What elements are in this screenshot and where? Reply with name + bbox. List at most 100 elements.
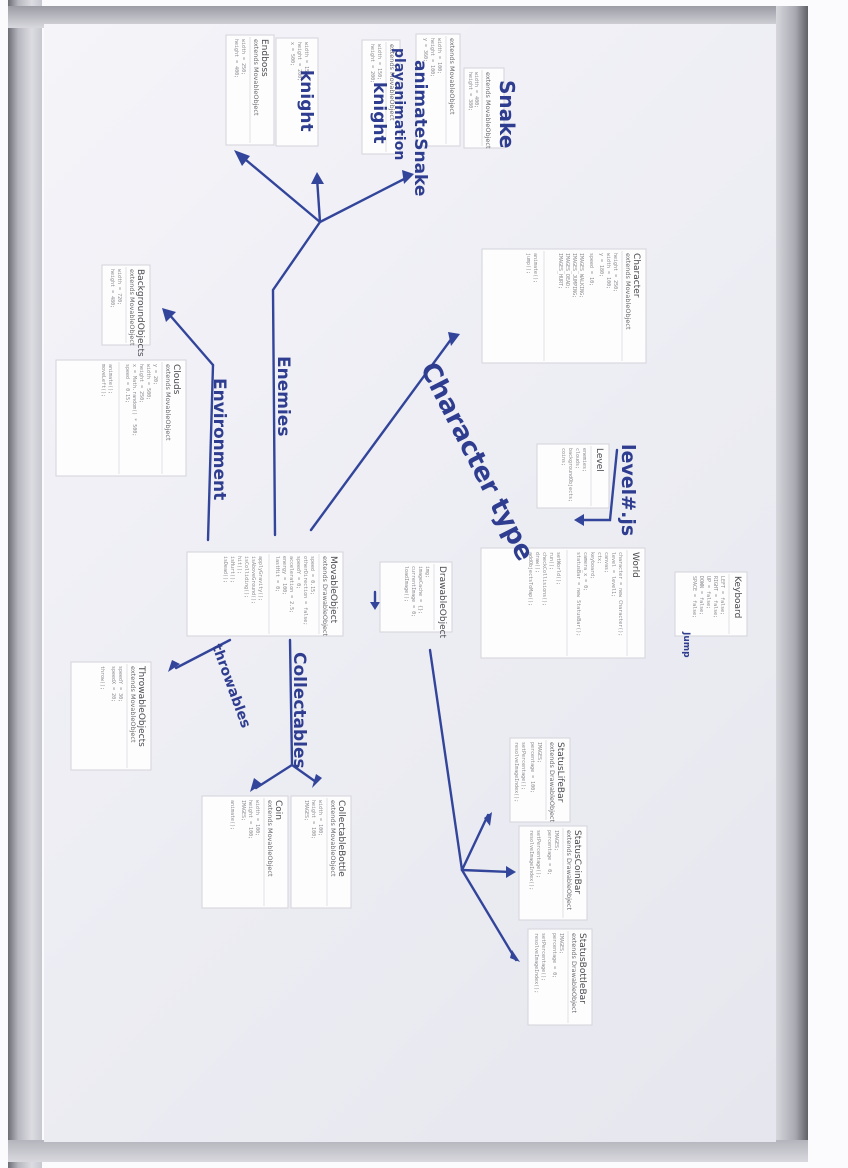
card-line: width = 100;: [436, 38, 442, 74]
card-line: keyboard;: [589, 552, 595, 579]
arrowhead: [448, 332, 460, 346]
card-line: y = 180;: [598, 253, 604, 277]
card-line: animate();: [107, 364, 113, 394]
card-line: hit();: [236, 556, 242, 574]
enemies-branch-mid: [315, 176, 322, 224]
card-line: SPACE = false;: [691, 576, 697, 618]
background-objects-card: BackgroundObjects extends MovableObject …: [101, 264, 151, 357]
card-line: speed = 0.15;: [124, 364, 130, 403]
card-subtitle: extends MovableObject: [129, 666, 137, 743]
collectables-trunk: [288, 638, 294, 767]
card-line: y = 360;: [422, 38, 428, 62]
card-line: width = 250;: [240, 39, 246, 75]
card-line: coins;: [560, 448, 566, 466]
environment-trunk: [206, 363, 215, 542]
card-line: setPercentage();: [520, 742, 526, 790]
endboss-card: Endboss extends MovableObject width = 25…: [225, 34, 275, 146]
board-frame-bottom: [8, 1140, 808, 1162]
card-line: moveLeft();: [100, 364, 106, 397]
card-line: height = 250;: [138, 364, 144, 403]
card-line: height = 100;: [310, 800, 316, 839]
card-line: draw();: [534, 552, 540, 573]
statusbar-branch-mid: [460, 868, 512, 874]
collectable-bottle-card: CollectableBottle extends MovableObject …: [290, 795, 352, 909]
arrowhead: [484, 812, 492, 826]
board-frame-right: [776, 6, 808, 1161]
card-line: resolveImageIndex();: [513, 742, 519, 802]
status-bottle-bar-card: StatusBottleBar extends DrawableObject I…: [527, 928, 593, 1026]
card-line: width = 150;: [303, 42, 309, 78]
card-line: percentage = 0;: [551, 933, 557, 978]
enemies-branch-right: [318, 174, 412, 224]
card-title: ThrowableObjects: [136, 665, 146, 747]
card-subtitle: extends DrawableObject: [565, 830, 573, 910]
card-line: speed = 0.15;: [309, 556, 315, 595]
card-line: resolveImageIndex();: [533, 933, 539, 993]
card-line: width = 720;: [116, 269, 122, 305]
card-title: Endboss: [259, 39, 269, 77]
card-line: character = new Character();: [617, 552, 623, 636]
arrowhead: [506, 866, 516, 878]
drawable-object-card: DrawableObject img; imageCache = {}; cur…: [379, 561, 453, 639]
card-subtitle: extends MovableObject: [164, 364, 172, 441]
environment-branch: [166, 311, 215, 367]
label-throwables: throwables: [208, 642, 253, 730]
card-line: percentage = 100;: [529, 742, 535, 793]
card-title: StatusBottleBar: [577, 933, 587, 1004]
card-subtitle: extends MovableObject: [448, 38, 456, 115]
arrowhead: [311, 172, 324, 184]
card-line: ctx;: [596, 552, 602, 564]
card-line: loadImage();: [403, 566, 409, 602]
character-card: Character extends MovableObject height =…: [481, 248, 647, 364]
board-frame-left: [8, 0, 42, 1168]
card-line: DOWN = false;: [698, 576, 704, 615]
card-line: speedY = 0;: [295, 556, 301, 589]
card-line: setWorld();: [555, 552, 561, 585]
snake2-card: extends MovableObject width = 100; heigh…: [415, 33, 461, 147]
coin-card: Coin extends MovableObject width = 100; …: [201, 795, 289, 909]
card-subtitle: extends MovableObject: [388, 44, 396, 121]
arrowhead: [370, 602, 380, 610]
card-line: width = 500;: [145, 364, 151, 400]
card-line: IMAGES_DEAD;: [564, 253, 570, 289]
card-title: DrawableObject: [437, 566, 447, 639]
label-collectables: Collectables: [289, 652, 309, 769]
card-line: LEFT = false;: [719, 576, 725, 615]
card-subtitle: extends MovableObject: [329, 800, 337, 877]
enemies-branch-left: [238, 153, 322, 224]
card-subtitle: extends MovableObject: [128, 269, 136, 346]
card-title: StatusLifeBar: [555, 742, 565, 803]
card-line: width = 100;: [605, 253, 611, 289]
card-title: StatusCoinBar: [572, 830, 582, 894]
card-line: height = 400;: [233, 39, 239, 78]
clouds-card: Clouds extends MovableObject y = 20; wid…: [55, 359, 187, 477]
card-line: width = 100;: [317, 800, 323, 836]
label-jump: Jump: [681, 631, 691, 658]
card-title: MovableObject: [328, 556, 338, 624]
arrowhead: [312, 774, 322, 788]
snake-card: extends MovableObject width = 400; heigh…: [463, 67, 505, 149]
card-line: isColliding();: [243, 556, 249, 598]
handwritten-labels: Character type Enemies Environment Colle…: [208, 48, 691, 769]
card-title: BackgroundObjects: [135, 269, 145, 357]
card-subtitle: extends MovableObject: [624, 253, 632, 330]
board-frame-top: [8, 6, 808, 28]
level-card: Level enemies; clouds; backgroundObjects…: [536, 443, 610, 509]
card-line: IMAGES;: [303, 800, 309, 821]
card-line: UP = false;: [705, 576, 711, 609]
card-line: lastHit = 0;: [274, 556, 280, 592]
card-line: height = 100;: [247, 800, 253, 839]
keyboard-card: Keyboard LEFT = false; RIGHT = false; UP…: [674, 571, 748, 637]
card-line: setPercentage();: [535, 830, 541, 878]
card-line: level = level1;: [610, 552, 616, 597]
card-line: IMAGES;: [536, 742, 542, 763]
card-title: Keyboard: [732, 576, 742, 618]
arrowheads: [162, 150, 584, 962]
card-line: jump();: [525, 253, 531, 274]
card-title: Level: [594, 448, 604, 472]
connectors: [166, 153, 619, 962]
arrowhead: [402, 170, 414, 184]
card-line: height = 200;: [296, 42, 302, 81]
world-card: World character = new Character(); level…: [480, 547, 646, 659]
card-title: Clouds: [171, 364, 181, 395]
